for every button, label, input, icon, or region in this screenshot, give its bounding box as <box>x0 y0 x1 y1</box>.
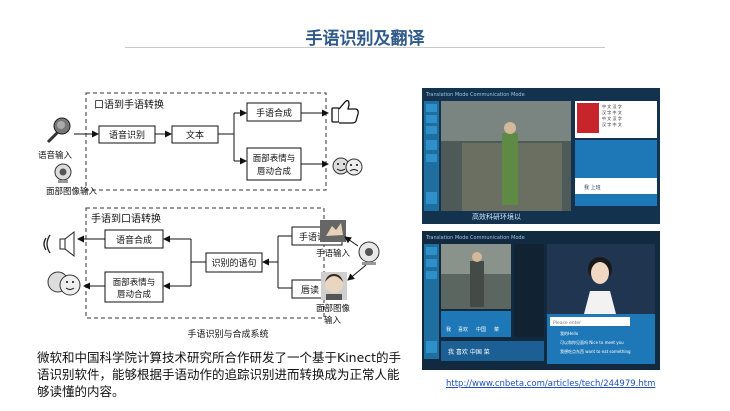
svg-text:识别的语句: 识别的语句 <box>211 257 256 269</box>
svg-text:面部表情与: 面部表情与 <box>253 153 296 164</box>
svg-text:中国: 中国 <box>476 326 486 333</box>
person-figure <box>502 133 518 205</box>
svg-text:文本: 文本 <box>186 129 204 141</box>
bottom-section-frame <box>85 207 325 319</box>
sign-hand-photo <box>320 220 346 242</box>
svg-text:喜欢: 喜欢 <box>458 326 468 333</box>
svg-text:语音合成: 语音合成 <box>116 234 152 246</box>
face-input-label-2: 面部图像 <box>316 303 351 314</box>
diagram-caption: 手语识别与合成系统 <box>187 328 268 340</box>
svg-text:Translation Mode Communicatio: Translation Mode Communication Mode <box>425 92 525 98</box>
svg-text:高效科研环境以: 高效科研环境以 <box>472 212 521 221</box>
bottom-section-title: 手语到口语转换 <box>91 212 161 225</box>
svg-text:唇读: 唇读 <box>301 284 319 296</box>
face-lip-synthesis-box <box>246 147 302 181</box>
face-input-label-1: 面部图像输入 <box>46 186 98 197</box>
sign-language-system-diagram: 口语到手语转换 语音输入 面部图像输入 语音识别 文本 手语合成 面部表情与 唇… <box>38 92 380 340</box>
svg-text:手语合成: 手语合成 <box>256 107 292 119</box>
description-text: 微软和中国科学院计算技术研究所合作研发了一个基于Kinect的手语识别软件，能够… <box>37 350 402 399</box>
slide-title: 手语识别及翻译 <box>305 29 425 49</box>
top-section-title: 口语到手语转换 <box>94 98 164 111</box>
svg-text:我 喜欢 中国 菜: 我 喜欢 中国 菜 <box>448 348 490 356</box>
faces-icon <box>47 271 81 296</box>
svg-text:Please enter: Please enter <box>553 320 581 326</box>
svg-text:中 文 汉 字: 中 文 汉 字 <box>602 103 622 109</box>
sign-input-label: 手语输入 <box>316 248 351 259</box>
speech-input-label: 语音输入 <box>38 150 73 161</box>
svg-text:面部表情与: 面部表情与 <box>113 277 156 288</box>
webcam-icon <box>358 241 380 265</box>
svg-text:输入: 输入 <box>324 315 342 326</box>
svg-text:我: 我 <box>446 326 451 333</box>
title-divider <box>125 47 605 48</box>
svg-text:唇动合成: 唇动合成 <box>117 289 152 300</box>
svg-text:Translation Mode Communicatio: Translation Mode Communication Mode <box>425 235 525 241</box>
svg-text:我想吃点东西 want to eat something: 我想吃点东西 want to eat something <box>560 348 631 354</box>
sign-synthesis-box <box>246 102 302 122</box>
svg-text:中 文 汉 字: 中 文 汉 字 <box>602 115 622 121</box>
svg-text:汉 字 中 文: 汉 字 中 文 <box>602 121 622 127</box>
top-section-frame <box>85 92 327 191</box>
svg-text:可以和你见面吗 Nice to meet you: 可以和你见面吗 Nice to meet you <box>560 339 624 345</box>
bottom-face-lip-synthesis-box <box>104 271 164 303</box>
microphone-icon <box>46 117 71 144</box>
face-emoji-icon <box>332 157 363 176</box>
face-photo <box>321 272 347 300</box>
svg-text:我 上班: 我 上班 <box>584 184 601 191</box>
svg-text:我的Hello: 我的Hello <box>560 330 579 336</box>
camera-icon <box>54 163 72 183</box>
svg-text:菜: 菜 <box>494 326 499 333</box>
thumbs-up-icon <box>331 99 359 124</box>
svg-text:唇动合成: 唇动合成 <box>257 166 292 177</box>
svg-text:语音识别: 语音识别 <box>109 129 145 141</box>
svg-text:汉 字 中 文: 汉 字 中 文 <box>602 109 622 115</box>
source-link[interactable]: http://www.cnbeta.com/articles/tech/2449… <box>446 379 656 389</box>
kinect-screenshot-top: Translation Mode Communication Mode 高效科研… <box>422 88 660 224</box>
kinect-screenshot-bottom: Translation Mode Communication Mode Plea… <box>422 231 660 370</box>
speaker-icon <box>43 230 75 258</box>
